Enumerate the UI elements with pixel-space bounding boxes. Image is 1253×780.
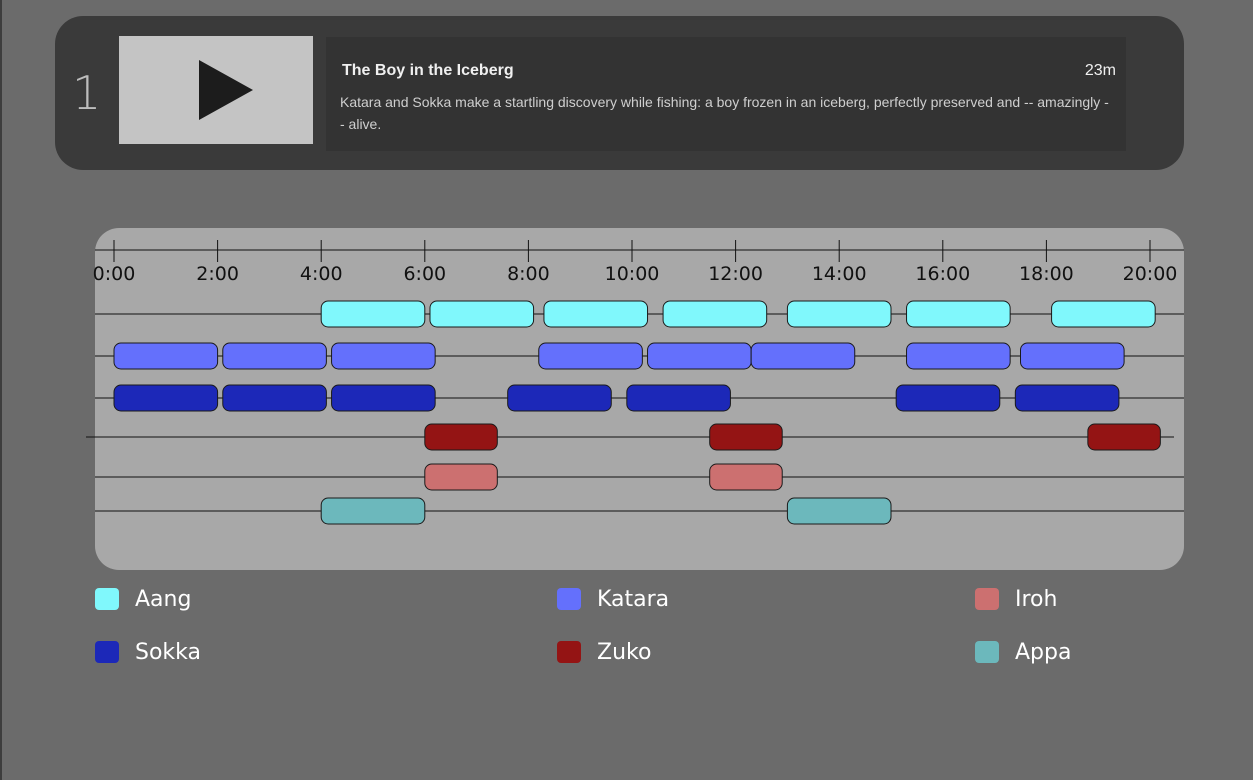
tick-label: 20:00: [1123, 263, 1178, 285]
segment-iroh[interactable]: [709, 463, 783, 491]
tick-label: 6:00: [403, 263, 446, 285]
window-edge: [0, 0, 2, 780]
segment-katara[interactable]: [113, 342, 219, 370]
segment-katara[interactable]: [331, 342, 436, 370]
segment-appa[interactable]: [786, 497, 892, 525]
legend-item-katara: Katara: [557, 587, 757, 613]
segment-zuko[interactable]: [424, 423, 498, 451]
segment-sokka[interactable]: [331, 384, 436, 412]
legend-label-katara: Katara: [597, 587, 670, 612]
episode-info-panel: The Boy in the Iceberg 23m Katara and So…: [326, 37, 1126, 151]
segment-sokka[interactable]: [222, 384, 327, 412]
legend-label-zuko: Zuko: [597, 640, 652, 665]
segment-katara[interactable]: [222, 342, 327, 370]
episode-title: The Boy in the Iceberg: [342, 62, 514, 79]
legend-swatch-katara: [557, 588, 581, 610]
tick-label: 18:00: [1019, 263, 1074, 285]
legend-swatch-aang: [95, 588, 119, 610]
tick-label: 2:00: [196, 263, 239, 285]
tick-label: 14:00: [812, 263, 867, 285]
segment-zuko[interactable]: [1087, 423, 1161, 451]
legend-label-iroh: Iroh: [1015, 587, 1058, 612]
tick-label: 16:00: [915, 263, 970, 285]
segment-katara[interactable]: [538, 342, 643, 370]
episode-number: 1: [72, 66, 102, 120]
tick-label: 12:00: [708, 263, 763, 285]
segment-sokka[interactable]: [507, 384, 612, 412]
legend-swatch-appa: [975, 641, 999, 663]
legend-label-aang: Aang: [135, 587, 192, 612]
play-icon[interactable]: [199, 60, 253, 120]
tick-label: 8:00: [507, 263, 550, 285]
segment-sokka[interactable]: [1014, 384, 1120, 412]
tick-label: 0:00: [93, 263, 136, 285]
legend-swatch-iroh: [975, 588, 999, 610]
legend-item-sokka: Sokka: [95, 640, 295, 666]
episode-duration: 23m: [1084, 62, 1116, 79]
segment-katara[interactable]: [750, 342, 856, 370]
segment-appa[interactable]: [320, 497, 426, 525]
legend-item-zuko: Zuko: [557, 640, 757, 666]
segment-zuko[interactable]: [709, 423, 783, 451]
segment-sokka[interactable]: [895, 384, 1001, 412]
legend-item-appa: Appa: [975, 640, 1175, 666]
legend-swatch-zuko: [557, 641, 581, 663]
legend-label-appa: Appa: [1015, 640, 1072, 665]
segment-aang[interactable]: [786, 300, 892, 328]
segment-aang[interactable]: [662, 300, 768, 328]
segment-aang[interactable]: [543, 300, 649, 328]
segment-aang[interactable]: [906, 300, 1011, 328]
segment-sokka[interactable]: [113, 384, 219, 412]
segment-sokka[interactable]: [626, 384, 731, 412]
segment-iroh[interactable]: [424, 463, 498, 491]
character-timeline: 0:00 2:00 4:00 6:00 8:00 10:00 12:00 14:00 16:00…: [86, 228, 1184, 570]
segment-katara[interactable]: [906, 342, 1011, 370]
segment-aang[interactable]: [1051, 300, 1156, 328]
legend-item-iroh: Iroh: [975, 587, 1175, 613]
legend-label-sokka: Sokka: [135, 640, 201, 665]
episode-description: Katara and Sokka make a startling discov…: [340, 94, 1109, 132]
legend-item-aang: Aang: [95, 587, 295, 613]
segment-katara[interactable]: [647, 342, 752, 370]
tick-label: 10:00: [605, 263, 660, 285]
segment-aang[interactable]: [320, 300, 426, 328]
tick-label: 4:00: [300, 263, 343, 285]
episode-thumbnail[interactable]: [119, 36, 313, 144]
segment-katara[interactable]: [1020, 342, 1125, 370]
legend-swatch-sokka: [95, 641, 119, 663]
segment-aang[interactable]: [429, 300, 535, 328]
